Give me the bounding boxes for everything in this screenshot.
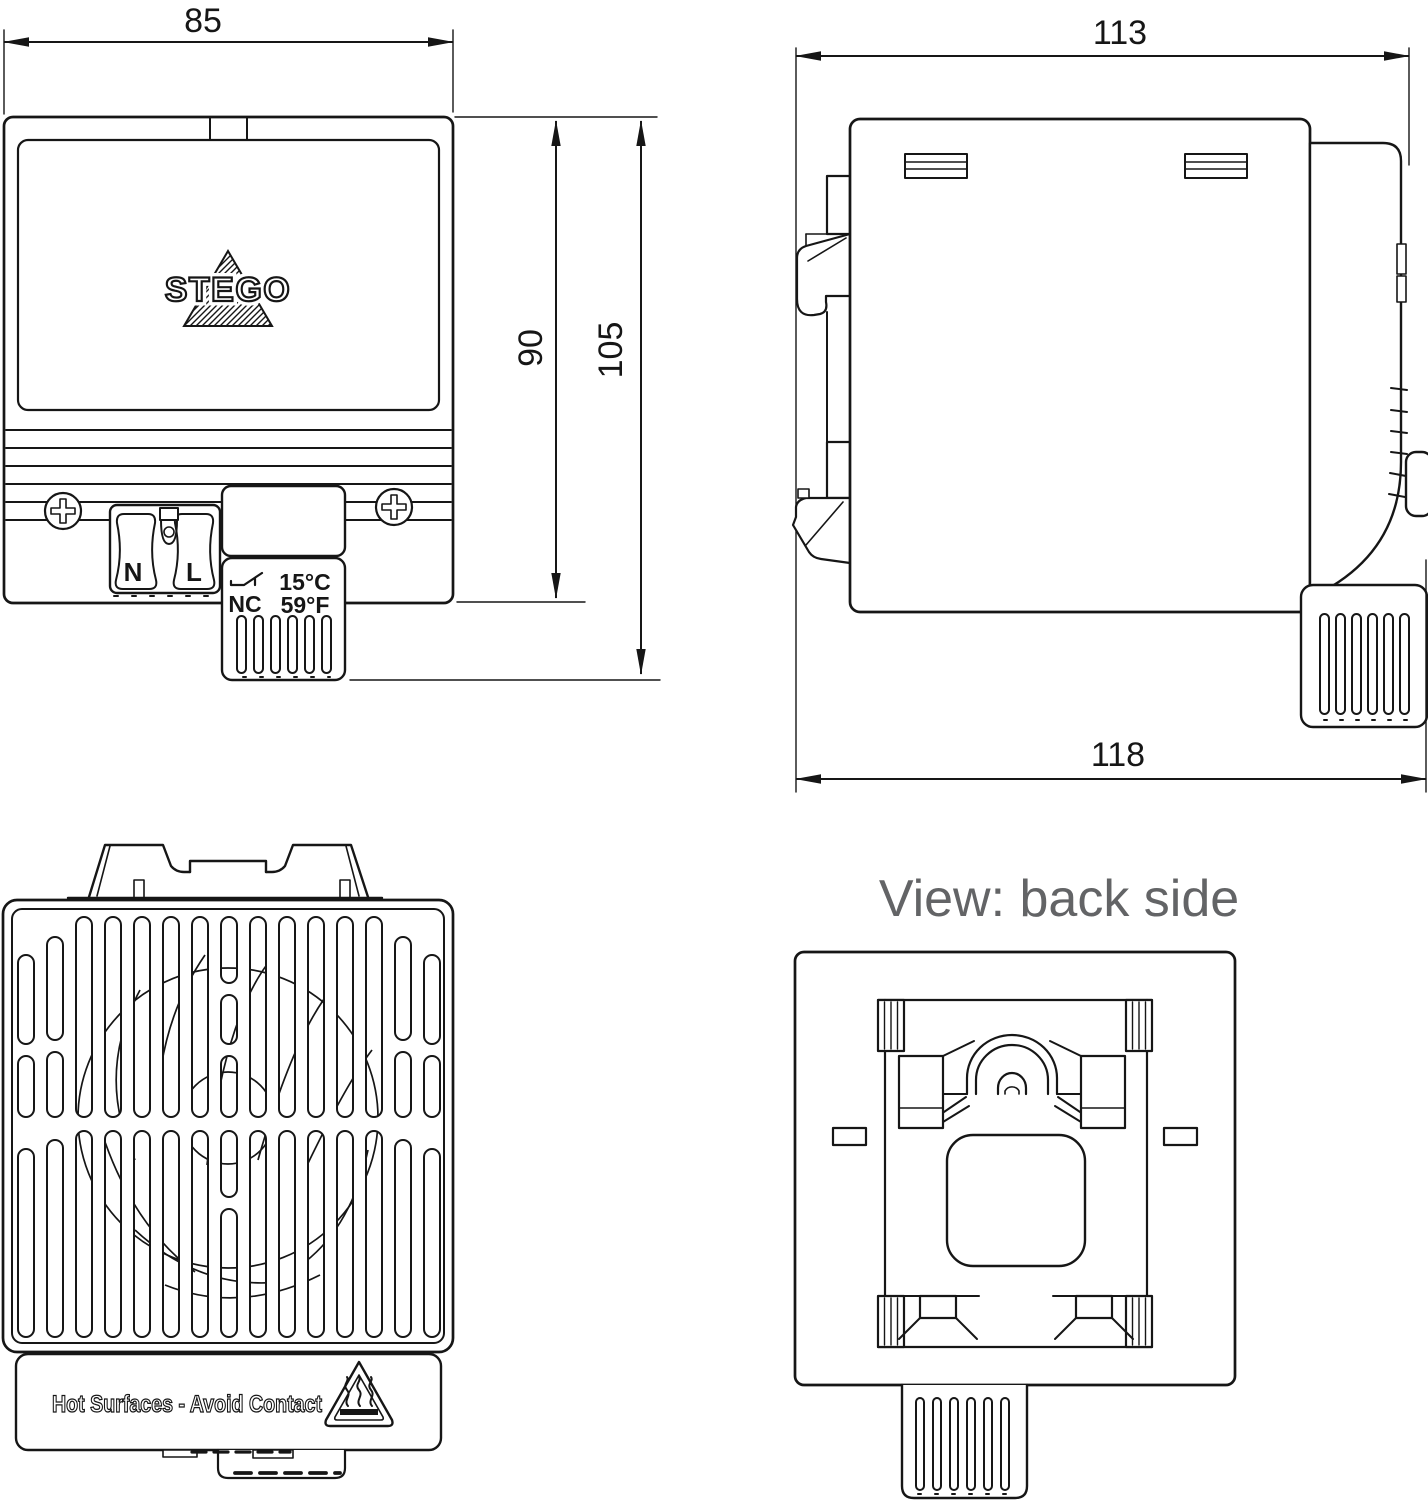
terminal-l-slot — [172, 513, 216, 590]
hot-surfaces-warning-text: Hot Surfaces - Avoid Contact — [52, 1391, 322, 1418]
din-rail-clip-profile — [791, 174, 852, 565]
logo-triangle — [182, 249, 274, 327]
grille-housing-outline — [1, 898, 455, 1354]
din-clip-spring — [935, 1033, 1089, 1123]
dimension-113-label: 113 — [1093, 14, 1147, 52]
center-recess — [945, 1133, 1087, 1268]
front-panel — [16, 138, 441, 412]
back-view-caption: View: back side — [879, 870, 1239, 928]
bottom-terminal-protrusion — [162, 1448, 347, 1480]
thermostat-bottom-slots — [1319, 613, 1411, 721]
latch — [1396, 275, 1407, 303]
front-view: 85 STEGO STEGO — [2, 2, 661, 682]
side-lug-right — [1162, 1126, 1199, 1147]
clamp — [159, 507, 179, 521]
dial-knob-bump — [1404, 450, 1428, 518]
side-vent-slot-right — [1184, 153, 1248, 179]
thermostat-side-housing — [1299, 141, 1428, 729]
dimension-85-label: 85 — [184, 2, 222, 40]
side-view: 113 — [791, 14, 1428, 793]
stego-logo: STEGO STEGO — [160, 249, 294, 327]
dimension-90: 90 — [454, 116, 658, 603]
din-rail-end-blocks — [876, 998, 1154, 1349]
terminal-block: N L — [108, 503, 222, 597]
terminal-l-label: L — [186, 557, 202, 587]
thermostat: 15°C NC 59°F — [220, 484, 347, 682]
bottom-clip-left — [896, 1294, 980, 1340]
grille-inner-frame — [11, 908, 445, 1344]
front-grille-view: Hot Surfaces - Avoid Contact — [1, 843, 455, 1480]
dimension-105-label: 105 — [592, 322, 630, 379]
dimension-113: 113 — [795, 14, 1410, 793]
side-housing-outline — [848, 117, 1312, 614]
dimension-105: 105 — [349, 120, 661, 681]
din-mount-bracket — [66, 843, 384, 900]
screw-right-icon — [374, 487, 414, 527]
dimension-118-label: 118 — [1091, 736, 1145, 774]
side-vent-slot-left — [904, 153, 968, 179]
side-lug-left — [831, 1126, 868, 1147]
housing-top-tab — [209, 116, 248, 141]
dial-tick-marks — [1388, 387, 1408, 498]
din-rail-channel — [876, 998, 1154, 1349]
logo-text-halo: STEGO — [165, 271, 292, 309]
hot-surface-warning-icon — [324, 1360, 394, 1428]
logo-text: STEGO — [165, 271, 292, 309]
dimension-118: 118 — [795, 559, 1427, 793]
warning-band: Hot Surfaces - Avoid Contact — [14, 1352, 443, 1452]
terminal-n-slot — [114, 513, 158, 590]
latch — [1396, 243, 1407, 275]
back-thermostat-protrusion — [900, 1383, 1029, 1500]
grille-slots — [17, 916, 441, 1338]
thermostat-vent-slots — [236, 615, 332, 678]
dimension-90-label: 90 — [512, 329, 550, 367]
bottom-clip-right — [1052, 1294, 1136, 1340]
nc-contact-symbol-icon — [229, 571, 264, 587]
terminal-n-label: N — [124, 557, 143, 587]
dimension-85: 85 — [3, 2, 454, 115]
thermostat-bottom-block — [1299, 583, 1428, 729]
thermostat-temp-f: 59°F — [281, 592, 330, 618]
screw-left-icon — [43, 491, 83, 531]
clip-guide-blocks — [897, 1040, 1127, 1130]
thermostat-upper-block — [220, 484, 347, 558]
back-view: View: back side — [793, 870, 1239, 1500]
thermostat-contact-label: NC — [228, 591, 261, 617]
thermostat-temp-c: 15°C — [279, 569, 330, 595]
